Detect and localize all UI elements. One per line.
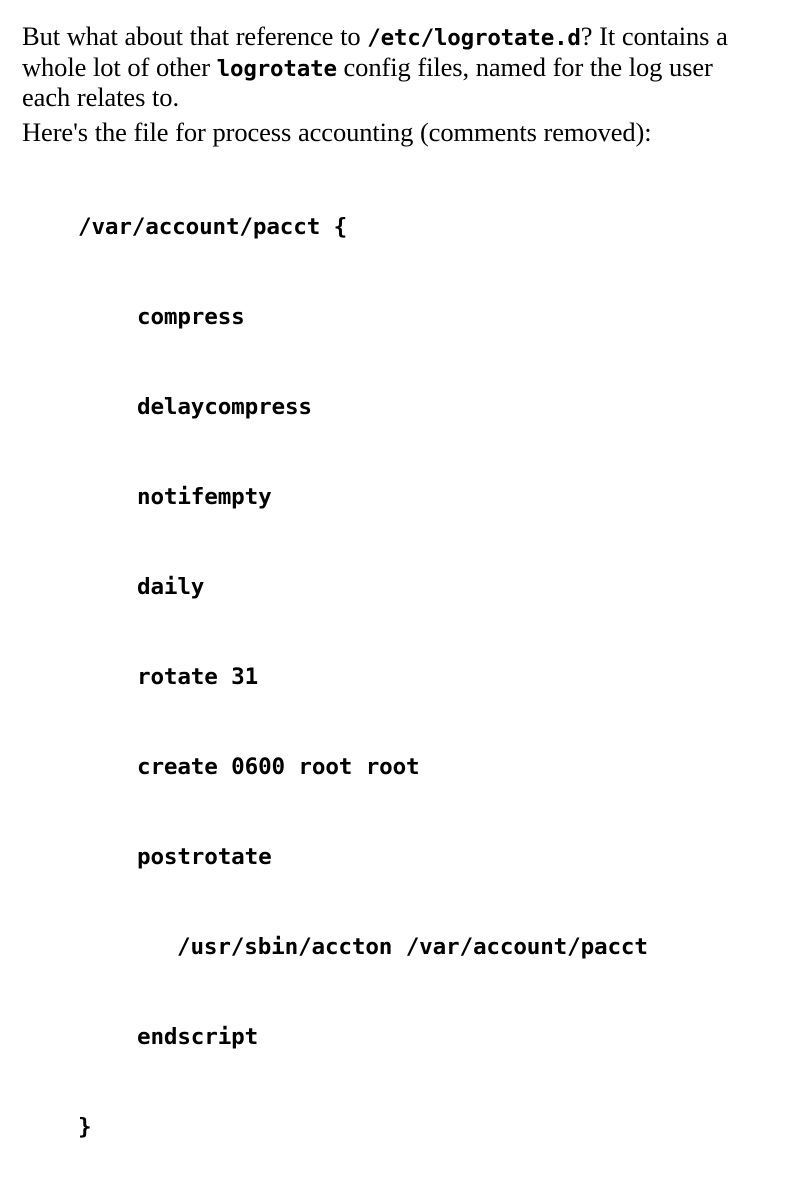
code-line: } [78,1114,92,1140]
slide-canvas: But what about that reference to /etc/lo… [22,22,760,1140]
code-line: /var/account/pacct { [78,214,348,240]
code-line: /usr/sbin/accton /var/account/pacct [177,934,648,960]
logrotate-config-code-block: /var/account/pacct { compress delaycompr… [22,152,752,1200]
code-line: compress [137,304,245,330]
paragraph1-text-segment-3: config files, named for the log user eac… [22,51,713,112]
code-line: create 0600 root root [137,754,420,780]
paragraph1-text-segment-2: ? It contains a whole lot of other [22,21,728,82]
code-line: endscript [137,1024,259,1050]
code-line: notifempty [137,484,272,510]
paragraph1-text-segment-1: But what about that reference to [22,21,368,51]
inline-code-etc-logrotate-d: /etc/logrotate.d [367,25,581,51]
code-line: postrotate [137,844,272,870]
inline-code-logrotate: logrotate [216,55,337,82]
paragraph-process-accounting-lead-in: Here's the file for process accounting (… [22,116,652,147]
code-line: rotate 31 [137,664,259,690]
code-line: daily [137,574,205,600]
paragraph-logrotate-d-intro: But what about that reference to /etc/lo… [22,22,760,112]
code-line: delaycompress [137,394,312,420]
